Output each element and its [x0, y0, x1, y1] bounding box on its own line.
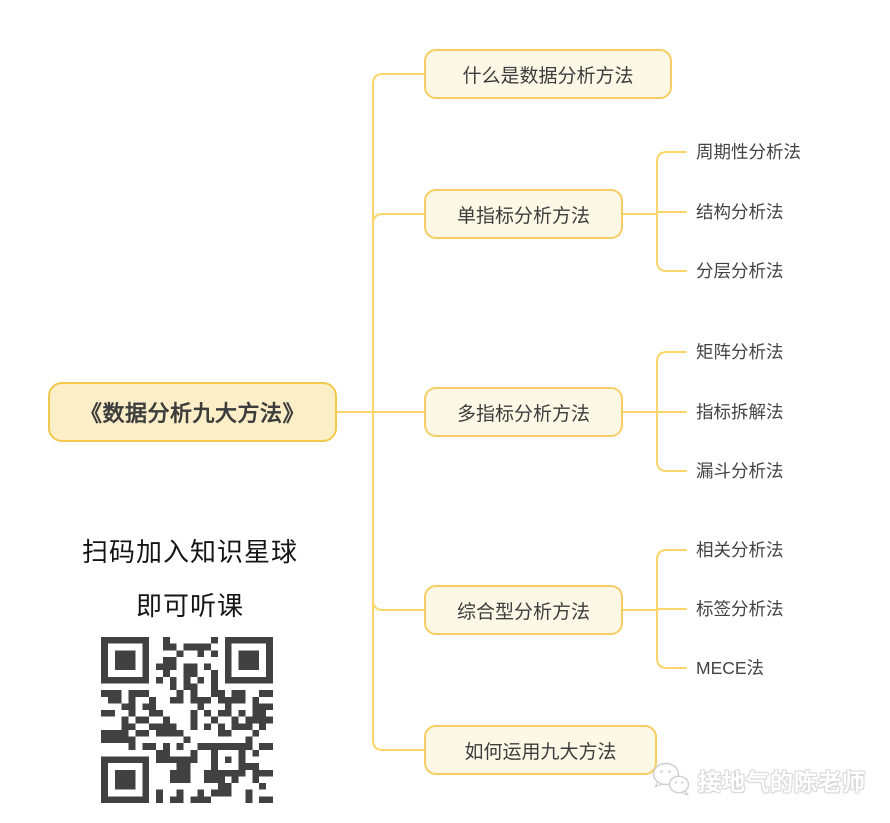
wechat-icon [652, 762, 690, 796]
leaf-node-decompose[interactable]: 指标拆解法 [696, 402, 784, 422]
branch-node-what-is[interactable]: 什么是数据分析方法 [424, 49, 672, 99]
promo-line-1: 扫码加入知识星球 [81, 538, 298, 567]
leaf-node-mece[interactable]: MECE法 [696, 658, 765, 678]
promo-line-2: 即可听课 [135, 592, 244, 621]
leaf-node-label[interactable]: 标签分析法 [696, 599, 784, 619]
branch-node-comprehensive[interactable]: 综合型分析方法 [424, 585, 623, 635]
connector-root-branch2 [372, 213, 425, 413]
branch-node-single-indicator[interactable]: 单指标分析方法 [424, 189, 623, 239]
watermark: 接地气的陈老师 [650, 761, 866, 799]
leaf-node-matrix[interactable]: 矩阵分析法 [696, 342, 784, 362]
leaf-node-layered[interactable]: 分层分析法 [696, 261, 784, 281]
connector-branch3-leaf1 [656, 351, 687, 413]
branch-node-how-to-apply[interactable]: 如何运用九大方法 [424, 725, 657, 775]
watermark-text: 接地气的陈老师 [698, 769, 866, 795]
leaf-node-correlation[interactable]: 相关分析法 [696, 540, 784, 560]
branch-node-multi-indicator[interactable]: 多指标分析方法 [424, 387, 623, 437]
connector-branch3-leaf3 [656, 411, 687, 472]
leaf-node-funnel[interactable]: 漏斗分析法 [696, 461, 784, 481]
connector-branch2-leaf1 [656, 151, 687, 215]
leaf-node-periodic[interactable]: 周期性分析法 [696, 142, 801, 162]
connector-branch2-leaf3 [656, 213, 687, 272]
root-node[interactable]: 《数据分析九大方法》 [48, 382, 337, 442]
connector-branch4-leaf3 [656, 609, 687, 669]
connector-root-branch5 [372, 411, 425, 751]
connector-branch4-leaf1 [656, 549, 687, 611]
qr-code-image [101, 637, 273, 803]
leaf-node-structure[interactable]: 结构分析法 [696, 202, 784, 222]
connector-root-branch4 [372, 411, 425, 611]
connector-root-branch1 [372, 73, 425, 413]
